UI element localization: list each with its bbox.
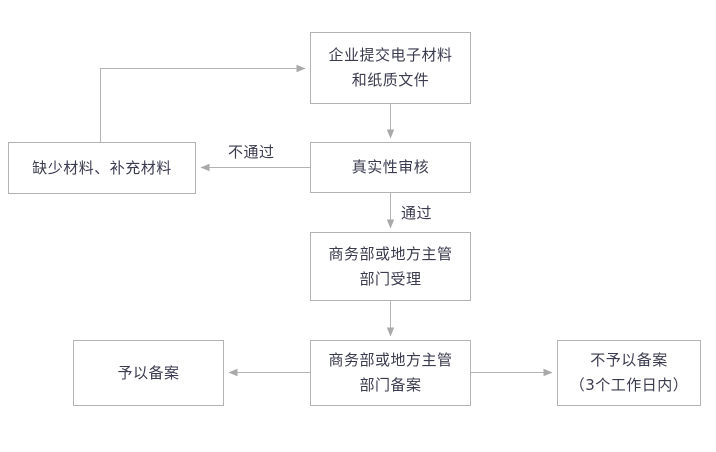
node-filing-rejected-label: 不予以备案 （3个工作日内）: [569, 351, 689, 394]
node-authority-filing-label: 商务部或地方主管 部门备案: [328, 351, 453, 394]
node-authority-acceptance-label: 商务部或地方主管 部门受理: [328, 244, 453, 288]
edge-label-pass: 通过: [399, 204, 435, 222]
edge-label-fail: 不通过: [226, 143, 277, 161]
node-submit-materials-label: 企业提交电子材料 和纸质文件: [328, 46, 453, 89]
node-filing-rejected[interactable]: 不予以备案 （3个工作日内）: [557, 340, 701, 406]
node-authority-acceptance[interactable]: 商务部或地方主管 部门受理: [310, 232, 471, 301]
node-filing-approved-label: 予以备案: [117, 363, 180, 382]
node-authority-filing[interactable]: 商务部或地方主管 部门备案: [310, 340, 471, 406]
node-submit-materials[interactable]: 企业提交电子材料 和纸质文件: [310, 32, 471, 104]
node-authenticity-review-label: 真实性审核: [351, 158, 430, 176]
node-missing-materials-label: 缺少材料、补充材料: [32, 158, 172, 177]
node-filing-approved[interactable]: 予以备案: [73, 340, 224, 406]
node-authenticity-review[interactable]: 真实性审核: [310, 142, 471, 193]
edge-missing-to-submit: [100, 64, 306, 142]
node-missing-materials[interactable]: 缺少材料、补充材料: [8, 142, 196, 194]
